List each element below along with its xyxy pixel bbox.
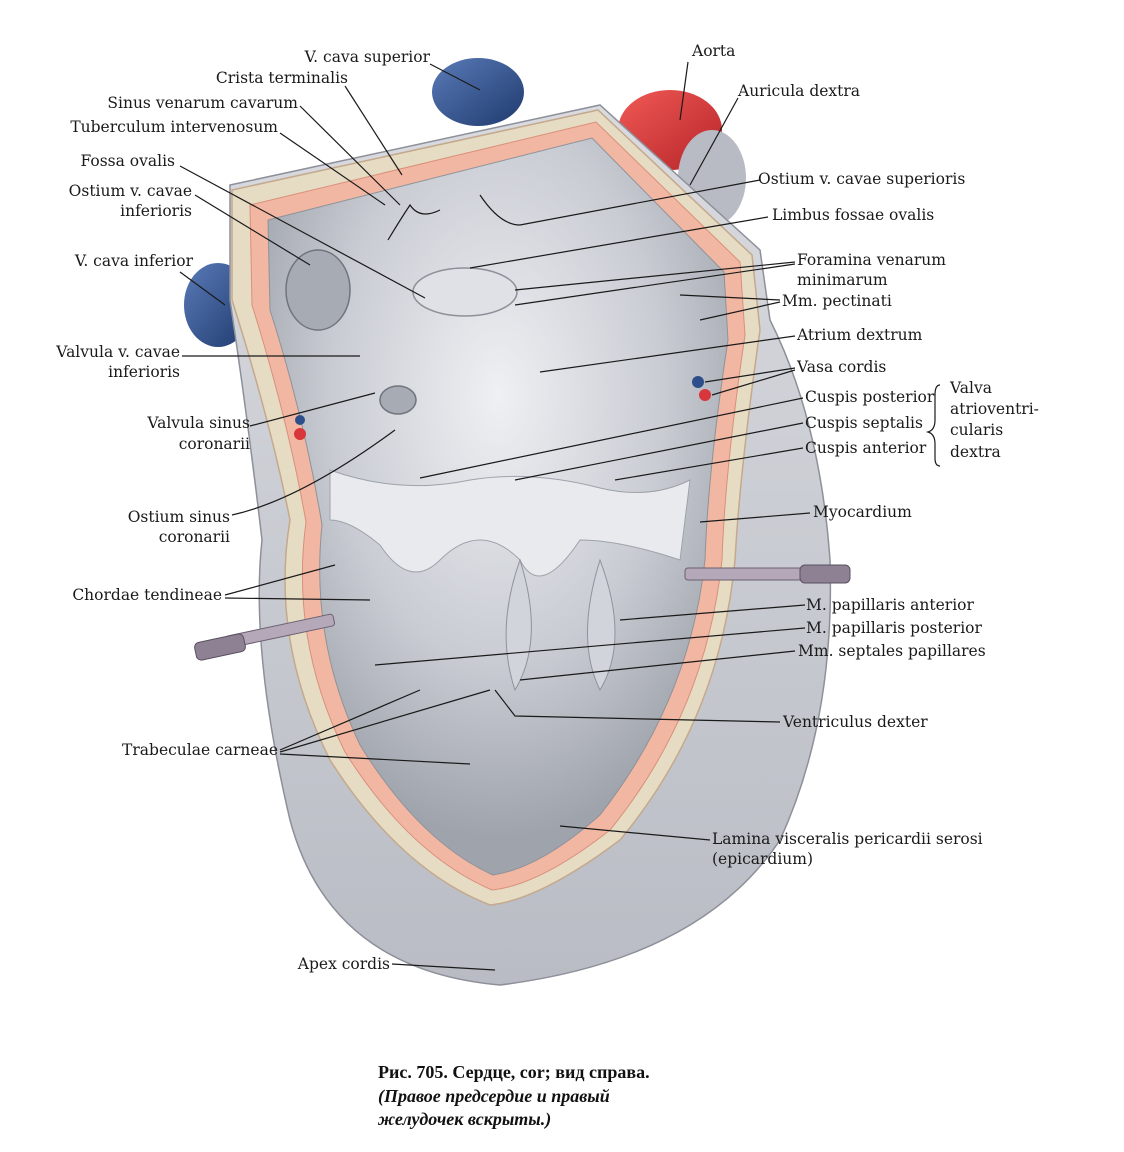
label-papillaris-posterior: M. papillaris posterior bbox=[806, 619, 982, 637]
label-valvula-sinus-2: coronarii bbox=[179, 435, 250, 453]
label-valva-2: atrioventri- bbox=[950, 400, 1039, 418]
fossa-ovalis-shape bbox=[412, 267, 518, 317]
label-sinus-venarum: Sinus venarum cavarum bbox=[107, 94, 298, 112]
label-lamina: Lamina visceralis pericardii serosi bbox=[712, 830, 983, 848]
label-ostium-cavae-inf: Ostium v. cavae bbox=[69, 182, 192, 200]
label-valvula-cavae-2: inferioris bbox=[108, 363, 180, 381]
label-apex: Apex cordis bbox=[297, 955, 390, 973]
label-tuberculum: Tuberculum intervenosum bbox=[70, 118, 278, 136]
label-vasa: Vasa cordis bbox=[796, 358, 886, 376]
papillary-muscle-shape bbox=[587, 558, 616, 692]
valve-cusps bbox=[329, 469, 691, 577]
label-papillaris-anterior: M. papillaris anterior bbox=[806, 596, 974, 614]
ivc-ostium-shape bbox=[285, 249, 351, 331]
label-crista-terminalis: Crista terminalis bbox=[216, 69, 348, 87]
label-pectinati: Mm. pectinati bbox=[782, 292, 892, 310]
label-ostium-sinus: Ostium sinus bbox=[128, 508, 230, 526]
retractor-right bbox=[684, 567, 806, 581]
label-ostium-cavae-sup: Ostium v. cavae superioris bbox=[758, 170, 965, 188]
label-ventriculus: Ventriculus dexter bbox=[782, 713, 928, 731]
label-valva-1: Valva bbox=[949, 379, 992, 397]
vasa-cordis-artery bbox=[699, 389, 711, 401]
label-chordae: Chordae tendineae bbox=[72, 586, 222, 604]
label-foramina-2: minimarum bbox=[797, 271, 888, 289]
flow-arrow bbox=[387, 203, 441, 241]
label-myocardium: Myocardium bbox=[813, 503, 912, 521]
coronary-sinus-ostium-shape bbox=[379, 385, 417, 415]
figure-caption-line2: (Правое предсердие и правый bbox=[378, 1086, 610, 1107]
label-v-cava-inferior: V. cava inferior bbox=[74, 252, 194, 270]
figure-caption: Рис. 705. Сердце, cor; вид справа. bbox=[378, 1062, 650, 1082]
label-trabeculae: Trabeculae carneae bbox=[122, 741, 278, 759]
label-ostium-sinus-2: coronarii bbox=[159, 528, 230, 546]
label-fossa-ovalis: Fossa ovalis bbox=[80, 152, 175, 170]
label-foramina: Foramina venarum bbox=[797, 251, 946, 269]
coronary-vessel-left bbox=[295, 415, 305, 425]
figure-caption-line3: желудочек вскрыты.) bbox=[377, 1109, 551, 1130]
coronary-artery-left bbox=[294, 428, 306, 440]
papillary-muscle-shape-2 bbox=[505, 558, 532, 692]
leader-lines bbox=[179, 61, 941, 971]
label-ostium-cavae-inf-2: inferioris bbox=[120, 202, 192, 220]
label-valva-3: cularis bbox=[950, 421, 1003, 439]
label-lamina-2: (epicardium) bbox=[712, 850, 813, 868]
label-cuspis-posterior: Cuspis posterior bbox=[805, 388, 935, 406]
label-valva-4: dextra bbox=[950, 443, 1001, 461]
superior-vena-cava-vessel bbox=[432, 58, 524, 126]
label-v-cava-superior: V. cava superior bbox=[304, 48, 431, 66]
flow-arrow-2 bbox=[479, 179, 761, 226]
label-auricula: Auricula dextra bbox=[737, 82, 860, 100]
label-limbus: Limbus fossae ovalis bbox=[772, 206, 934, 224]
label-atrium: Atrium dextrum bbox=[796, 326, 923, 344]
retractor-left-handle bbox=[194, 633, 246, 661]
label-cuspis-septalis: Cuspis septalis bbox=[805, 414, 923, 432]
label-cuspis-anterior: Cuspis anterior bbox=[805, 439, 927, 457]
retractor-right-handle bbox=[799, 564, 851, 584]
label-aorta: Aorta bbox=[691, 42, 735, 60]
vasa-cordis-vein bbox=[692, 376, 704, 388]
label-septales: Mm. septales papillares bbox=[798, 642, 986, 660]
label-valvula-cavae: Valvula v. cavae bbox=[55, 343, 180, 361]
label-valvula-sinus: Valvula sinus bbox=[146, 414, 250, 432]
